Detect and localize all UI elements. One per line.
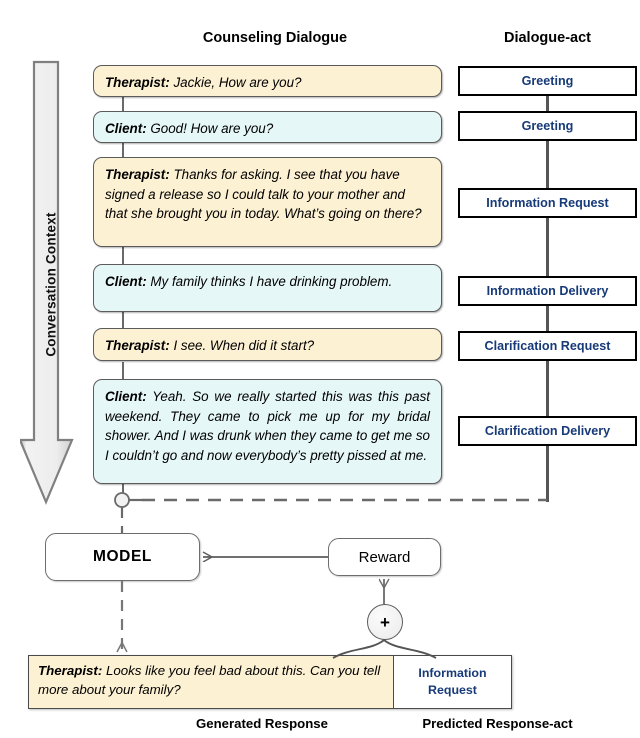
dialogue-bubble-2: Client: Good! How are you? <box>93 111 442 143</box>
speaker-label: Therapist: <box>105 338 170 353</box>
predicted-response-act-box: Information Request <box>394 656 511 708</box>
context-arrow-shape <box>20 60 74 505</box>
page-title-counseling-dialogue: Counseling Dialogue <box>202 30 348 46</box>
bubble-connector <box>122 246 125 264</box>
dialogue-bubble-3: Therapist: Thanks for asking. I see that… <box>93 157 442 247</box>
plus-node-icon: + <box>367 604 403 640</box>
bubble-connector <box>122 311 125 328</box>
generated-response-row: Therapist: Looks like you feel bad about… <box>28 655 512 709</box>
conversation-context-arrow: Conversation Context <box>20 58 80 508</box>
utterance-text: Jackie, How are you? <box>169 75 302 90</box>
act-connector <box>546 141 549 188</box>
dialogue-act-box-5: Clarification Request <box>458 331 637 361</box>
speaker-label: Therapist: <box>38 663 103 678</box>
act-connector <box>546 446 549 502</box>
speaker-label: Client: <box>105 274 147 289</box>
speaker-label: Therapist: <box>105 75 170 90</box>
utterance-text: Looks like you feel bad about this. Can … <box>38 663 381 697</box>
predicted-act-line-2: Request <box>428 683 477 697</box>
speaker-label: Client: <box>105 121 147 136</box>
utterance-text: Good! How are you? <box>146 121 274 136</box>
act-connector <box>546 306 549 331</box>
dialogue-act-box-6: Clarification Delivery <box>458 416 637 446</box>
dialogue-act-box-3: Information Request <box>458 188 637 218</box>
dialogue-act-box-4: Information Delivery <box>458 276 637 306</box>
reward-box[interactable]: Reward <box>328 538 441 576</box>
predicted-act-line-1: Information <box>418 666 487 680</box>
dialogue-bubble-5: Therapist: I see. When did it start? <box>93 328 442 361</box>
act-connector <box>546 361 549 416</box>
bubble-connector <box>122 141 125 158</box>
dialogue-bubble-6: Client: Yeah. So we really started this … <box>93 379 442 484</box>
act-connector <box>546 218 549 276</box>
conversation-context-label: Conversation Context <box>43 212 59 357</box>
generated-response-text: Therapist: Looks like you feel bad about… <box>29 656 394 708</box>
footer-generated-response: Generated Response <box>196 716 328 731</box>
utterance-text: My family thinks I have drinking problem… <box>146 274 393 289</box>
footer-predicted-response-act: Predicted Response-act <box>422 716 573 731</box>
dialogue-bubble-4: Client: My family thinks I have drinking… <box>93 264 442 312</box>
utterance-text: Thanks for asking. I see that you have s… <box>105 167 422 221</box>
dialogue-bubble-1: Therapist: Jackie, How are you? <box>93 65 442 97</box>
bubble-connector <box>122 483 125 501</box>
speaker-label: Therapist: <box>105 167 170 182</box>
speaker-label: Client: <box>105 389 147 404</box>
utterance-text: Yeah. So we really started this was this… <box>105 389 430 463</box>
utterance-text: I see. When did it start? <box>169 338 315 353</box>
page-title-dialogue-act: Dialogue-act <box>503 30 591 46</box>
dialogue-act-box-1: Greeting <box>458 66 637 96</box>
model-box[interactable]: MODEL <box>45 533 200 581</box>
act-connector <box>546 96 549 111</box>
bubble-connector <box>122 96 125 112</box>
bubble-connector <box>122 362 125 379</box>
dialogue-act-box-2: Greeting <box>458 111 637 141</box>
